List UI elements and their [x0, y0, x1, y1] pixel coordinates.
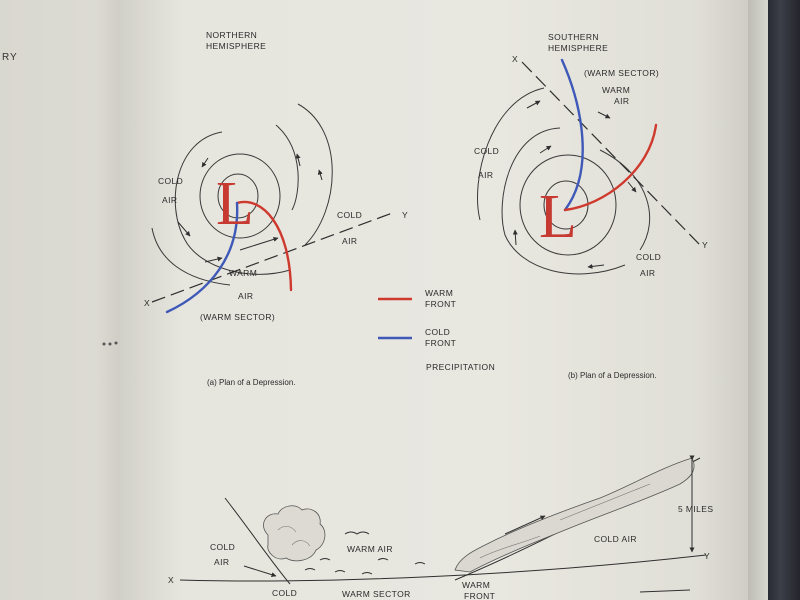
north-flow-arrow-5 [204, 256, 223, 263]
north-title-line1: NORTHERN [206, 30, 257, 40]
north-warm-air-label-1: WARM [229, 268, 257, 278]
cold-air-wedge-arrow [243, 565, 277, 578]
legend-cold-label-2: FRONT [425, 338, 456, 348]
binding-marks [102, 341, 118, 346]
section-continuation-line [639, 589, 691, 593]
small-cloud-2 [319, 558, 331, 561]
small-cloud-1 [344, 531, 370, 535]
north-cold-air-right-2: AIR [342, 236, 357, 246]
north-isobar-3 [174, 131, 291, 275]
south-title-line2: HEMISPHERE [548, 43, 608, 53]
north-flow-arrow-2 [177, 221, 191, 237]
south-cold-air-label-2: AIR [478, 170, 493, 180]
north-y-label: Y [402, 210, 408, 220]
south-flow-arrow-4 [587, 263, 605, 269]
north-flow-arrow-3 [295, 153, 301, 167]
cumulus-cloud [263, 505, 326, 562]
legend-precipitation-label: PRECIPITATION [426, 362, 495, 372]
north-caption: (a) Plan of a Depression. [207, 378, 296, 387]
southern-hemisphere-plan: SOUTHERN HEMISPHERE X Y L (WARM SECTOR) … [474, 32, 708, 380]
legend-warm-label-2: FRONT [425, 299, 456, 309]
page-edge [748, 0, 768, 600]
south-low-pressure-symbol: L [539, 183, 577, 251]
north-isobar-3b [275, 124, 299, 211]
south-flow-arrow-6 [627, 181, 637, 193]
section-warm-air-label: WARM AIR [347, 544, 393, 554]
south-y-label: Y [702, 240, 708, 250]
south-flow-arrow-1 [539, 145, 552, 154]
north-cold-air-label-2: AIR [162, 195, 177, 205]
left-page: RY [0, 0, 120, 600]
frontal-cloud-sheet [454, 457, 695, 573]
cold-front-slope [224, 497, 291, 585]
north-low-pressure-symbol: L [216, 170, 254, 238]
south-warm-sector-label: (WARM SECTOR) [584, 68, 659, 78]
section-cold-air-left-2: AIR [214, 557, 229, 567]
south-flow-arrow-2 [526, 100, 541, 109]
south-isobar-3 [501, 127, 626, 275]
legend-warm-label-1: WARM [425, 288, 453, 298]
north-isobar-5 [151, 227, 231, 286]
section-cold-air-left-1: COLD [210, 542, 235, 552]
section-x-label: X [168, 575, 174, 585]
section-ground-line [179, 554, 707, 582]
small-cloud-4 [414, 562, 426, 565]
south-cold-air-label-1: COLD [474, 146, 499, 156]
south-isobar-4b [599, 149, 651, 251]
north-cold-air-label-1: COLD [158, 176, 183, 186]
south-caption: (b) Plan of a Depression. [568, 371, 657, 380]
cumulus-cloud-detail [277, 526, 311, 547]
left-page-fragment: RY [2, 52, 18, 63]
south-cold-front [560, 58, 584, 212]
section-bottom-warm-2: FRONT [464, 591, 495, 600]
book-cover [768, 0, 800, 600]
north-x-label: X [144, 298, 150, 308]
north-flow-arrow-4 [317, 169, 323, 181]
main-page [120, 0, 748, 600]
section-cold-air-right: COLD AIR [594, 534, 637, 544]
north-title-line2: HEMISPHERE [206, 41, 266, 51]
north-warm-front [235, 200, 293, 292]
warm-air-rising-arrow [504, 515, 546, 535]
south-section-line [521, 61, 701, 246]
south-isobar-2 [519, 154, 617, 256]
legend: WARM FRONT COLD FRONT PRECIPITATION [378, 288, 495, 372]
south-title-line1: SOUTHERN [548, 32, 599, 42]
south-warm-air-label-1: WARM [602, 85, 630, 95]
section-bottom-warm-1: WARM [462, 580, 490, 590]
north-flow-arrow-1 [201, 157, 209, 168]
section-y-label: Y [704, 551, 710, 561]
south-cold-air-right-1: COLD [636, 252, 661, 262]
height-marker-label: 5 MILES [678, 504, 713, 514]
south-warm-air-label-2: AIR [614, 96, 629, 106]
section-bottom-warm-sector: WARM SECTOR [342, 589, 411, 599]
small-cloud-5 [304, 568, 373, 575]
cross-section: X Y 5 MILES COLD AIR WARM AIR COLD AIR C… [168, 455, 713, 600]
north-flow-arrow-6 [239, 236, 279, 251]
north-isobar-2 [199, 153, 281, 239]
south-flow-arrow-5 [597, 111, 611, 119]
north-cold-air-right-1: COLD [337, 210, 362, 220]
legend-cold-label-1: COLD [425, 327, 450, 337]
south-flow-arrow-3 [512, 229, 518, 246]
north-section-line [151, 211, 396, 303]
section-bottom-cold: COLD [272, 588, 297, 598]
south-cold-air-right-2: AIR [640, 268, 655, 278]
north-cold-front [165, 201, 239, 314]
south-x-label: X [512, 54, 518, 64]
cloud-sheet-detail [479, 483, 651, 559]
northern-hemisphere-plan: NORTHERN HEMISPHERE X Y L COLD AIR COLD … [144, 30, 408, 387]
north-isobar-4 [297, 103, 333, 246]
south-isobar-4 [477, 87, 545, 221]
north-warm-sector-label: (WARM SECTOR) [200, 312, 275, 322]
south-warm-front [563, 123, 658, 212]
north-warm-air-label-2: AIR [238, 291, 253, 301]
small-cloud-3 [377, 558, 389, 561]
